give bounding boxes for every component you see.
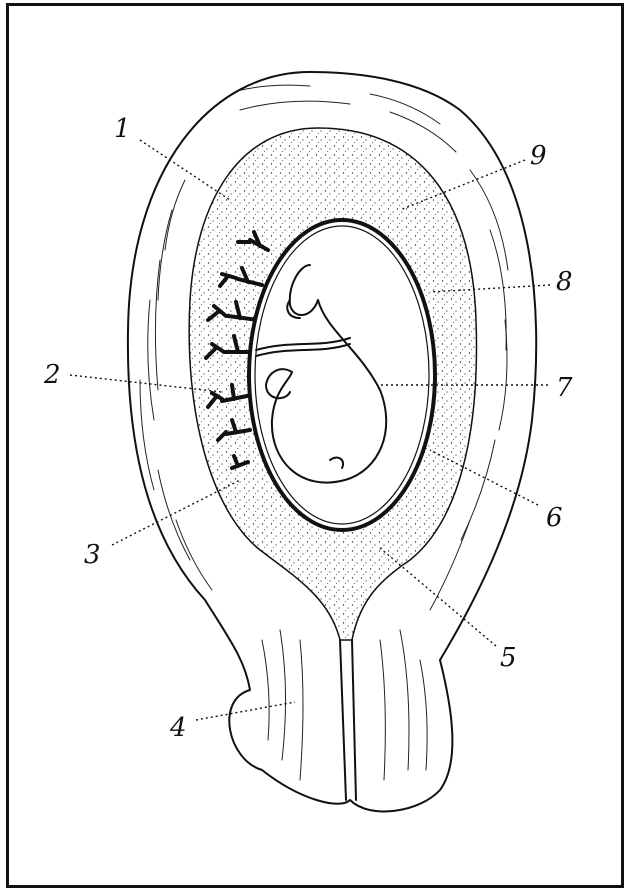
- label-5: 5: [500, 643, 517, 673]
- label-2: 2: [43, 360, 61, 390]
- label-9: 9: [530, 141, 547, 171]
- label-4: 4: [169, 713, 187, 743]
- label-7: 7: [556, 373, 573, 403]
- label-6: 6: [546, 503, 563, 533]
- amniotic-sac: [249, 220, 435, 530]
- label-8: 8: [556, 267, 573, 297]
- cervical-canal-right: [352, 640, 356, 800]
- label-1: 1: [114, 114, 131, 144]
- label-3: 3: [84, 540, 101, 570]
- leader-4: [196, 702, 295, 720]
- cervical-canal: [340, 640, 346, 800]
